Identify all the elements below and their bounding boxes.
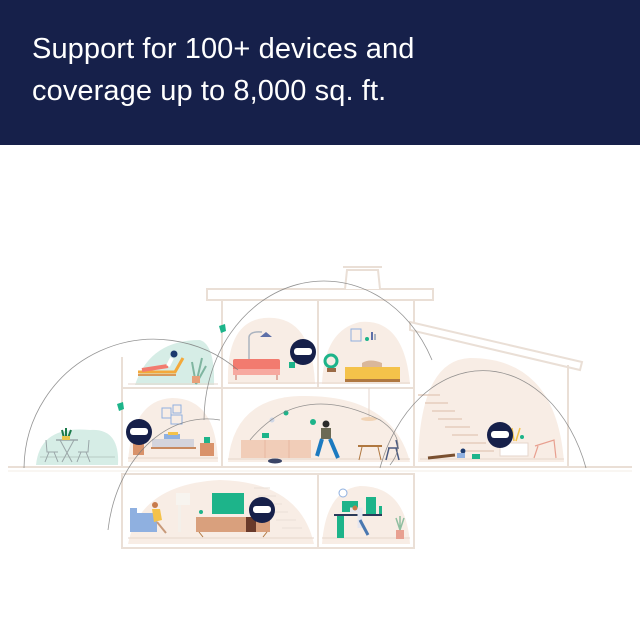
stair-room-furniture xyxy=(418,394,557,460)
router-upstairs xyxy=(290,339,316,365)
floor-lines xyxy=(128,382,564,539)
headline-line-1: Support for 100+ devices and xyxy=(32,33,415,65)
router-basement xyxy=(249,497,275,523)
den-furniture xyxy=(133,404,214,456)
router-stair-room xyxy=(487,422,513,448)
router-den xyxy=(126,419,152,445)
headline-banner: Support for 100+ devices and coverage up… xyxy=(0,0,640,145)
office-furniture xyxy=(334,488,405,539)
house-illustration xyxy=(0,145,640,640)
upstairs-living-furniture xyxy=(233,331,295,380)
balcony-lounger xyxy=(138,350,207,385)
patio xyxy=(36,428,119,465)
green-devices xyxy=(117,324,226,411)
ground-line xyxy=(8,466,632,472)
coverage-arcs xyxy=(23,280,587,531)
bedroom-furniture xyxy=(323,328,400,382)
headline: Support for 100+ devices and coverage up… xyxy=(32,28,414,112)
headline-line-2: coverage up to 8,000 sq. ft. xyxy=(32,75,387,107)
